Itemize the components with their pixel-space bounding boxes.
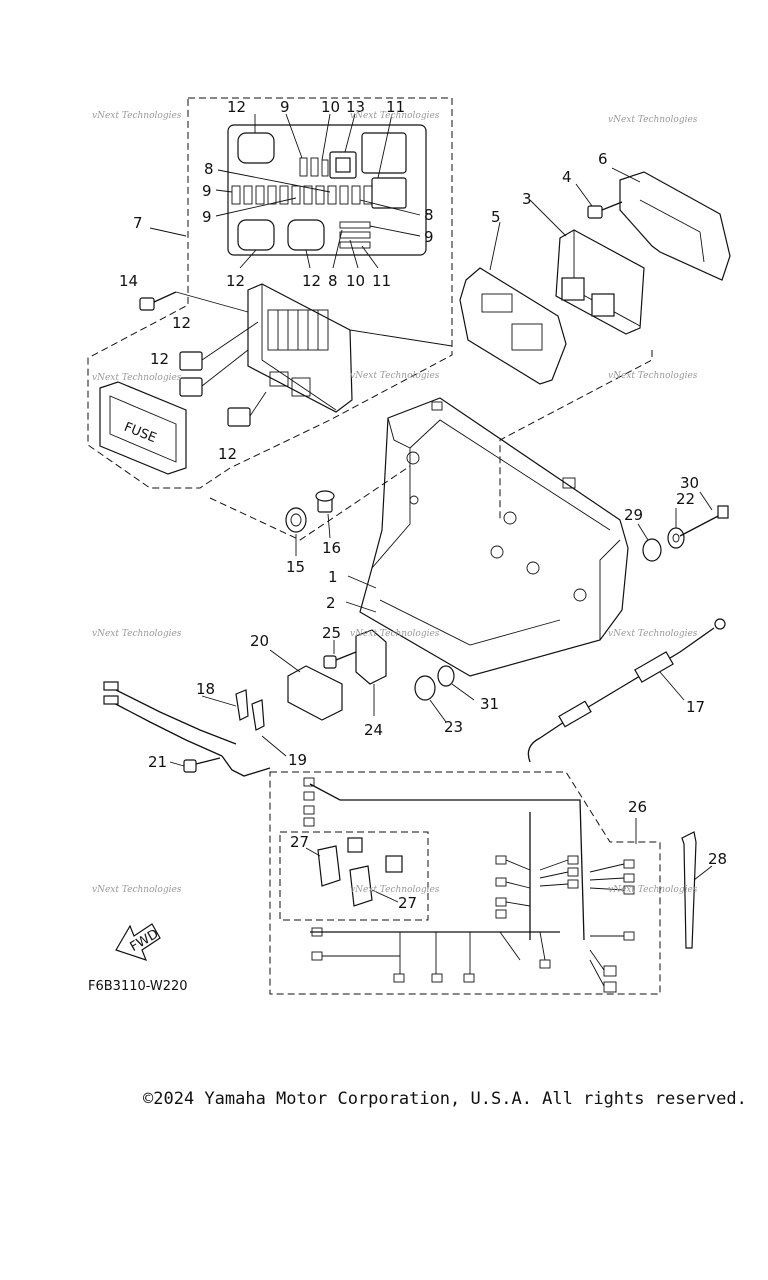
callout-12: 12	[226, 272, 245, 290]
callout-27: 27	[398, 894, 417, 912]
battery-cable-17	[527, 618, 726, 763]
callout-29: 29	[624, 506, 643, 524]
watermark-text: vNext Technologies	[92, 629, 182, 639]
callout-21: 21	[148, 753, 167, 771]
callout-leader-2	[345, 601, 377, 613]
callout-9: 9	[202, 208, 212, 226]
callout-15: 15	[286, 558, 305, 576]
watermark-text: vNext Technologies	[350, 885, 440, 895]
callout-18: 18	[196, 680, 215, 698]
callout-12: 12	[218, 445, 237, 463]
watermark-text: vNext Technologies	[92, 373, 182, 383]
watermark-text: vNext Technologies	[350, 371, 440, 381]
bolt-4	[575, 183, 623, 219]
relay-parts	[179, 321, 267, 427]
washer-31	[437, 665, 475, 701]
copyright-notice: ©2024 Yamaha Motor Corporation, U.S.A. A…	[143, 1089, 747, 1109]
callout-20: 20	[250, 632, 269, 650]
bolt-14	[139, 291, 177, 311]
watermark-text: vNext Technologies	[350, 629, 440, 639]
callout-3: 3	[522, 190, 532, 208]
callout-12: 12	[172, 314, 191, 332]
watermark-text: vNext Technologies	[608, 629, 698, 639]
fuse-cover	[99, 381, 187, 475]
fuse-box-leaders	[215, 113, 421, 269]
callout-12: 12	[302, 272, 321, 290]
callout-30: 30	[680, 474, 699, 492]
collar-16	[315, 490, 335, 539]
callout-19: 19	[288, 751, 307, 769]
fwd-arrow: FWD	[115, 923, 161, 961]
callout-26: 26	[628, 798, 647, 816]
washer-22	[667, 508, 685, 549]
watermark-text: vNext Technologies	[92, 885, 182, 895]
watermark-text: vNext Technologies	[608, 885, 698, 895]
callout-7: 7	[133, 214, 143, 232]
callout-1: 1	[328, 568, 338, 586]
callout-11: 11	[386, 98, 405, 116]
bolt-30	[679, 491, 729, 537]
callout-5: 5	[491, 208, 501, 226]
watermark-text: vNext Technologies	[350, 111, 440, 121]
ecu-dashed-guides	[209, 350, 653, 541]
watermark-text: vNext Technologies	[608, 115, 698, 125]
callout-9: 9	[280, 98, 290, 116]
battery-cables-18-19	[103, 681, 287, 777]
sensor-27	[305, 837, 403, 907]
callout-10: 10	[346, 272, 365, 290]
electrical-box	[359, 397, 629, 677]
fuse-box-body	[175, 283, 453, 413]
spacer-29	[637, 523, 662, 562]
watermark-text: vNext Technologies	[608, 371, 698, 381]
callout-8: 8	[328, 272, 338, 290]
bracket-6	[611, 167, 731, 281]
callout-14: 14	[119, 272, 138, 290]
wiring-harness-group	[269, 771, 661, 995]
figure-code: F6B3110-W220	[88, 979, 188, 994]
callout-leader-1	[347, 575, 377, 589]
callout-13: 13	[346, 98, 365, 116]
callout-25: 25	[322, 624, 341, 642]
callout-27: 27	[290, 833, 309, 851]
fuse-box-top-view	[227, 124, 427, 256]
callout-12: 12	[150, 350, 169, 368]
callout-28: 28	[708, 850, 727, 868]
callout-9: 9	[424, 228, 434, 246]
watermark-text: vNext Technologies	[92, 111, 182, 121]
ecu-unit	[529, 199, 645, 335]
callout-23: 23	[444, 718, 463, 736]
starter-relay-20	[269, 649, 343, 721]
fuse-box-group-outline	[87, 97, 453, 489]
cable-tie-28	[681, 831, 713, 949]
callout-22: 22	[676, 490, 695, 508]
callout-11: 11	[372, 272, 391, 290]
ecu-rubber-mount	[459, 221, 567, 385]
nut-23	[414, 675, 447, 723]
callout-4: 4	[562, 168, 572, 186]
callout-6: 6	[598, 150, 608, 168]
callout-8: 8	[204, 160, 214, 178]
callout-31: 31	[480, 695, 499, 713]
callout-16: 16	[322, 539, 341, 557]
callout-12: 12	[227, 98, 246, 116]
bolt-21	[169, 757, 221, 773]
watermarks: vNext Technologies vNext Technologies vNex…	[92, 111, 698, 895]
callout-9: 9	[202, 182, 212, 200]
relay-bracket-24	[355, 629, 387, 716]
callout-24: 24	[364, 721, 383, 739]
callout-2: 2	[326, 594, 336, 612]
callout-17: 17	[686, 698, 705, 716]
grommet-15	[285, 507, 307, 556]
callout-8: 8	[424, 206, 434, 224]
callout-10: 10	[321, 98, 340, 116]
bolt-25	[323, 640, 357, 669]
